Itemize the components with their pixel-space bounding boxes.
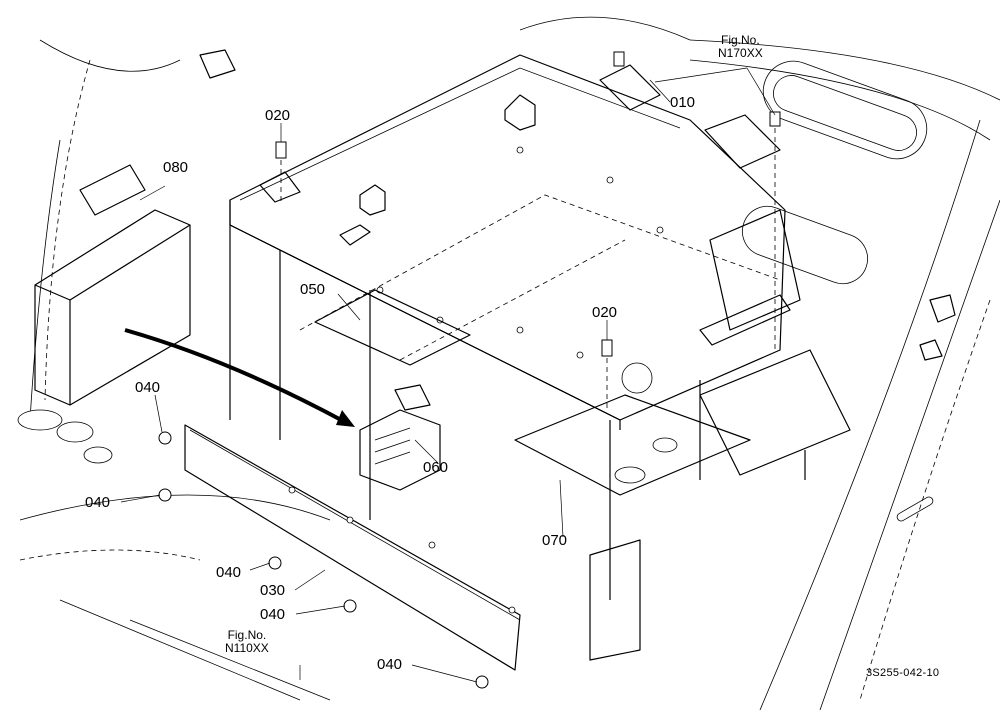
bolt-040-d bbox=[343, 599, 357, 613]
bolt-040-a bbox=[158, 431, 172, 445]
chassis-outline bbox=[19, 16, 1000, 711]
callout-080: 080 bbox=[163, 159, 189, 176]
callout-050: 050 bbox=[300, 281, 326, 298]
figure-ref-top-number: N170XX bbox=[718, 46, 763, 61]
floor-pan-cutouts bbox=[742, 60, 934, 522]
cover-plate-050 bbox=[314, 289, 471, 366]
bracket-060 bbox=[359, 384, 441, 491]
rear-frame bbox=[229, 225, 851, 661]
floor-plate-010 bbox=[229, 54, 801, 430]
figure-ref-top-prefix: Fig.No. bbox=[721, 33, 760, 47]
figure-ref-top: Fig.No. N170XX bbox=[718, 33, 763, 61]
component-box-080 bbox=[34, 209, 191, 406]
callout-040-d: 040 bbox=[260, 606, 286, 623]
plate-brackets bbox=[79, 49, 956, 361]
callout-020-right: 020 bbox=[592, 304, 618, 321]
bolt-040-e bbox=[475, 675, 489, 689]
cover-plate-070 bbox=[514, 394, 751, 496]
direction-arrow bbox=[124, 328, 355, 427]
bolt-top-right bbox=[769, 111, 781, 350]
callout-040-b: 040 bbox=[85, 494, 111, 511]
callout-040-e: 040 bbox=[377, 656, 403, 673]
leader-lines bbox=[120, 67, 776, 683]
figure-ref-bottom-prefix: Fig.No. bbox=[227, 628, 267, 642]
bolt-020-right bbox=[601, 339, 613, 410]
callout-070: 070 bbox=[542, 532, 568, 549]
callout-060: 060 bbox=[423, 459, 449, 476]
bolt-020-left bbox=[275, 141, 287, 205]
figure-ref-bottom-number: N110XX bbox=[225, 641, 269, 656]
figure-ref-bottom: Fig.No. N110XX bbox=[225, 628, 269, 656]
bolts bbox=[158, 51, 781, 689]
drawing-code: 3S255-042-10 bbox=[866, 667, 940, 679]
callout-010: 010 bbox=[670, 94, 696, 111]
callout-030: 030 bbox=[260, 582, 286, 599]
bolt-top-010 bbox=[613, 51, 625, 67]
front-panel-030 bbox=[184, 424, 521, 671]
callout-020-left: 020 bbox=[265, 107, 291, 124]
callout-040-a: 040 bbox=[135, 379, 161, 396]
left-floor-holes bbox=[17, 409, 113, 464]
bolt-040-b bbox=[158, 488, 172, 502]
bolt-040-c bbox=[268, 556, 282, 570]
callout-040-c: 040 bbox=[216, 564, 242, 581]
